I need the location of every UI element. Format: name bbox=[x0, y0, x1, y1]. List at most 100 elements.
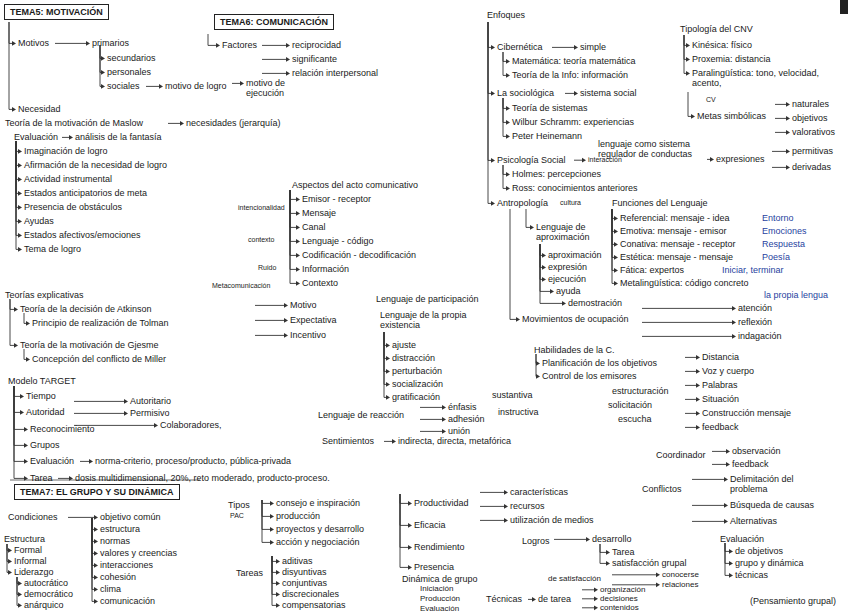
note-text: Conativa: mensaje - receptor bbox=[620, 239, 736, 249]
arrow-head bbox=[536, 361, 540, 366]
arrow-head bbox=[442, 405, 446, 410]
note-text: solicitación bbox=[608, 400, 652, 410]
arrow-head bbox=[26, 357, 30, 362]
note-text: producción bbox=[276, 511, 320, 521]
bracket-arrow bbox=[290, 190, 298, 283]
arrow-head bbox=[296, 225, 300, 230]
arrow-head bbox=[562, 301, 566, 306]
arrow-head bbox=[101, 56, 105, 61]
note-text: la propia lengua bbox=[764, 290, 828, 300]
arrow-line bbox=[772, 151, 788, 152]
arrow-head bbox=[691, 114, 695, 119]
arrow-head bbox=[12, 41, 16, 46]
arrow-line bbox=[582, 607, 596, 608]
note-text: primarios bbox=[92, 38, 129, 48]
arrow-line bbox=[642, 308, 734, 309]
note-text: necesidades (jerarquía) bbox=[186, 118, 281, 128]
note-text: clima bbox=[100, 584, 121, 594]
arrow-head bbox=[710, 157, 714, 162]
note-text: Estados afectivos/emociones bbox=[24, 230, 141, 240]
note-text: lenguaje como sistema regulador de condu… bbox=[598, 139, 706, 160]
note-text: énfasis bbox=[448, 402, 477, 412]
note-text: distracción bbox=[392, 353, 435, 363]
note-text: ayuda bbox=[556, 286, 581, 296]
arrow-head bbox=[696, 425, 700, 430]
arrow-head bbox=[506, 134, 510, 139]
bracket-arrow bbox=[684, 35, 688, 59]
note-text: Contexto bbox=[302, 278, 338, 288]
bracket-arrow bbox=[16, 141, 20, 165]
note-text: grupo y dinámica bbox=[735, 558, 804, 568]
note-text: relaciones bbox=[662, 580, 698, 589]
arrow-head bbox=[240, 81, 244, 86]
arrow-head bbox=[12, 107, 16, 112]
arrow-head bbox=[504, 490, 508, 495]
note-text: Holmes: percepciones bbox=[512, 169, 601, 179]
arrow-head bbox=[284, 303, 288, 308]
arrow-head bbox=[270, 540, 274, 545]
note-text: valorativos bbox=[792, 127, 835, 137]
note-text: satisfacción grupal bbox=[612, 558, 687, 568]
note-text: de satisfacción bbox=[548, 574, 601, 583]
note-text: Emociones bbox=[762, 226, 807, 236]
arrow-head bbox=[696, 397, 700, 402]
note-text: Cibernética bbox=[497, 42, 543, 52]
note-text: conocerse bbox=[662, 570, 699, 579]
arrow-head bbox=[296, 281, 300, 286]
note-text: indirecta, directa, metafórica bbox=[398, 436, 511, 446]
arrow-head bbox=[286, 43, 290, 48]
note-text: Proxemia: distancia bbox=[692, 54, 771, 64]
note-text: Evaluación bbox=[30, 456, 74, 466]
note-text: Liderazgo bbox=[14, 567, 54, 577]
bracket-arrow bbox=[688, 92, 693, 116]
note-text: Teoría de la Info: información bbox=[512, 70, 628, 80]
note-text: Motivos bbox=[18, 38, 49, 48]
corner-mark bbox=[840, 0, 848, 14]
arrow-head bbox=[296, 253, 300, 258]
arrow-head bbox=[542, 265, 546, 270]
note-text: Evaluación bbox=[420, 604, 459, 613]
bracket-arrow bbox=[272, 556, 278, 594]
bracket-arrow bbox=[503, 165, 508, 188]
note-text: Ross: conocimientos anteriores bbox=[512, 183, 638, 193]
arrow-head bbox=[18, 205, 22, 210]
arrow-line bbox=[692, 521, 726, 522]
arrow-head bbox=[582, 158, 586, 163]
arrow-head bbox=[101, 84, 105, 89]
arrow-head bbox=[696, 411, 700, 416]
arrow-head bbox=[408, 565, 412, 570]
note-text: Paralingüística: tono, velocidad, acento… bbox=[692, 68, 837, 89]
arrow-head bbox=[18, 163, 22, 168]
bracket-arrow bbox=[384, 332, 388, 371]
arrow-head bbox=[586, 537, 590, 542]
arrow-head bbox=[408, 501, 412, 506]
arrow-head bbox=[94, 599, 98, 604]
note-text: sociales bbox=[107, 81, 140, 91]
arrow-line bbox=[420, 407, 444, 408]
arrow-head bbox=[26, 321, 30, 326]
arrow-head bbox=[392, 439, 396, 444]
arrow-head bbox=[786, 116, 790, 121]
bracket-arrow bbox=[16, 141, 20, 249]
note-text: Antropología bbox=[497, 198, 548, 208]
arrow-head bbox=[284, 318, 288, 323]
arrow-head bbox=[124, 411, 128, 416]
note-text: Kinésica: físico bbox=[692, 40, 752, 50]
arrow-line bbox=[262, 45, 288, 46]
note-text: estructura bbox=[100, 524, 140, 534]
bracket-arrow bbox=[262, 500, 272, 529]
arrow-head bbox=[550, 289, 554, 294]
arrow-line bbox=[692, 479, 726, 480]
note-text: expresión bbox=[548, 262, 587, 272]
arrow-line bbox=[262, 73, 288, 74]
arrow-head bbox=[696, 369, 700, 374]
note-text: Metacomunicación bbox=[212, 282, 270, 290]
arrow-head bbox=[94, 527, 98, 532]
note-text: Tipos bbox=[228, 500, 250, 510]
bracket-arrow bbox=[100, 45, 103, 86]
note-text: Lenguaje de participación bbox=[376, 294, 479, 304]
arrow-head bbox=[20, 410, 24, 415]
arrow-line bbox=[420, 431, 444, 432]
arrow-head bbox=[786, 102, 790, 107]
bracket-arrow bbox=[17, 577, 20, 605]
